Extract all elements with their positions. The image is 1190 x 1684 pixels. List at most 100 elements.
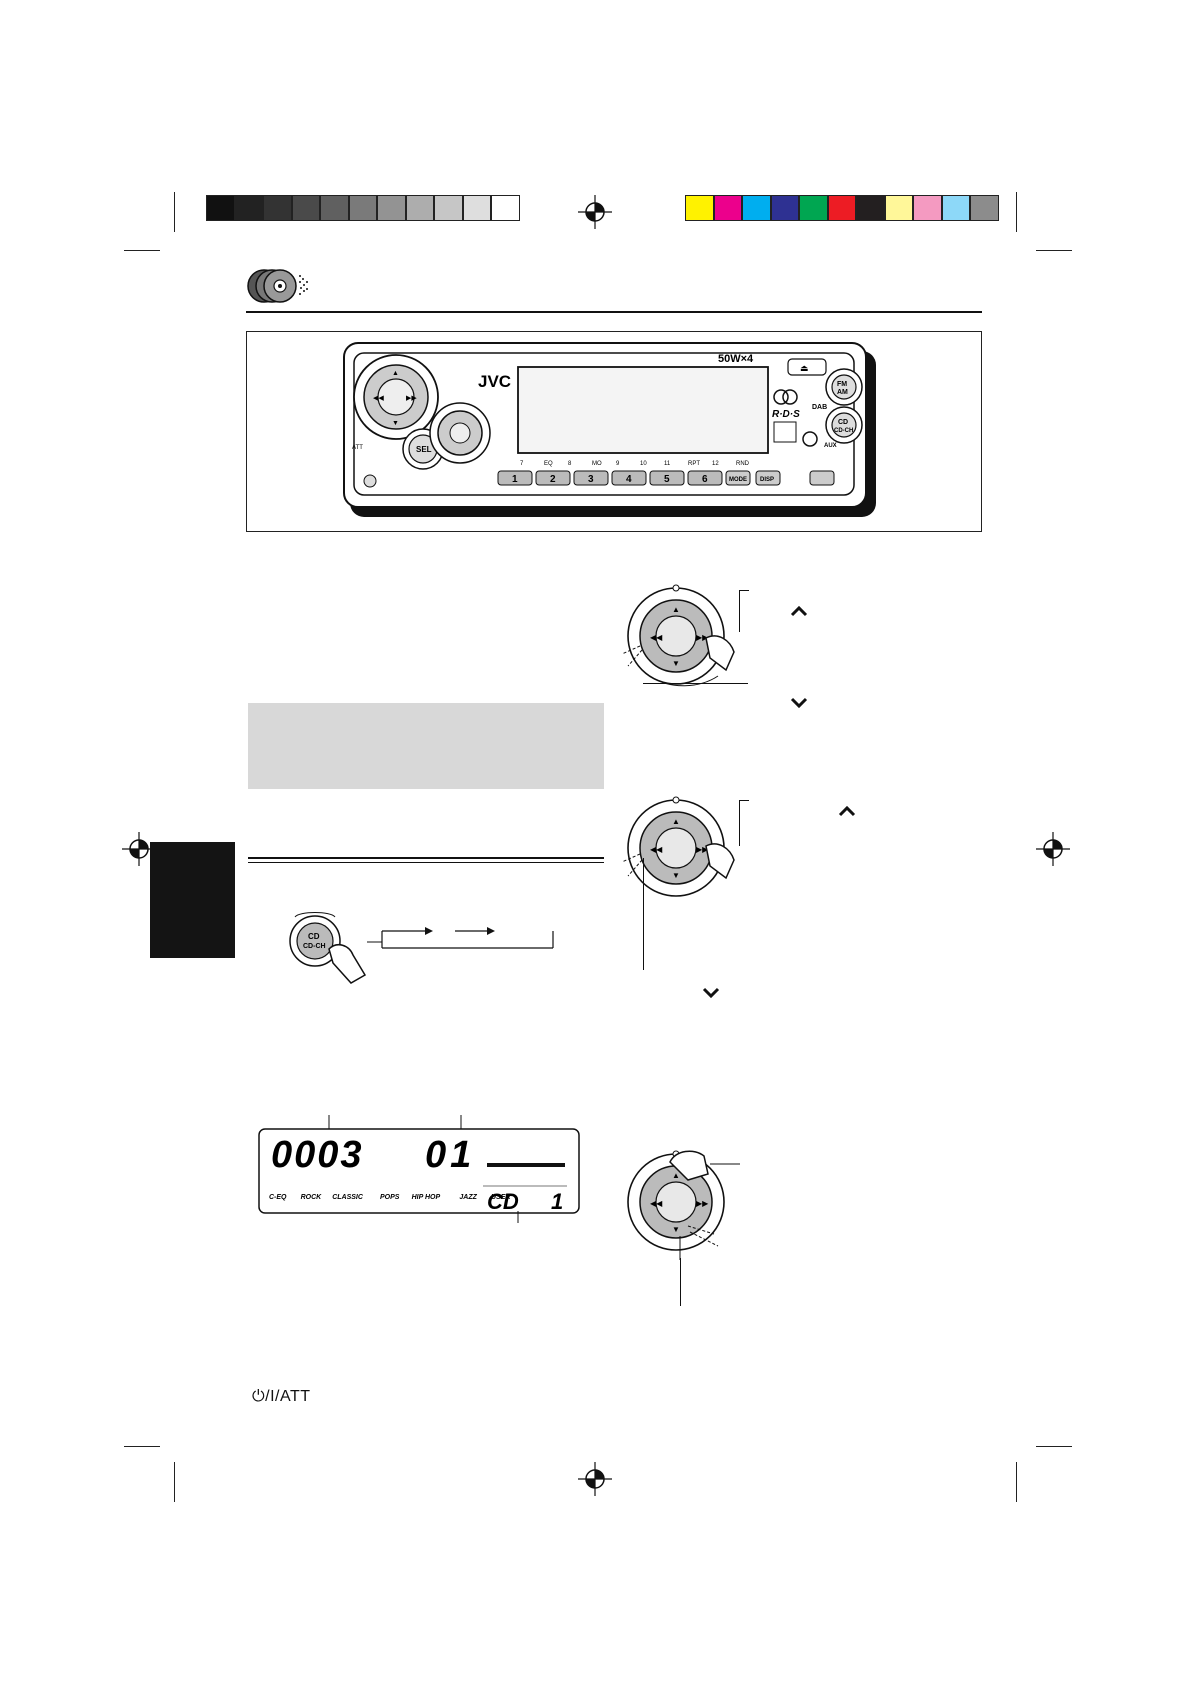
eq-mode-label: ROCK [301,1194,323,1201]
svg-text:⏏: ⏏ [800,363,809,373]
gray-swatch [434,195,463,221]
svg-text:▶▶: ▶▶ [406,395,417,402]
svg-text:▶▶: ▶▶ [696,1199,709,1208]
section-header-rule [246,311,982,313]
color-swatch [856,195,885,221]
gray-swatch [405,195,434,221]
preset-button-label: 5 [664,474,670,485]
chevron-down-icon [702,982,720,1005]
color-swatch [713,195,742,221]
brand-logo: JVC [478,372,511,391]
svg-text:▲: ▲ [672,817,680,826]
cd-button-label: CD [308,932,320,941]
preset-legend: MO [592,461,602,467]
svg-text:▼: ▼ [672,871,680,880]
gray-swatch [377,195,406,221]
crop-mark [124,250,160,251]
callout-line [643,683,748,684]
preset-legend: RPT [688,461,700,467]
gray-swatch [491,195,520,221]
svg-text:▶▶: ▶▶ [696,845,709,854]
color-swatch [884,195,913,221]
preset-legend: 7 [520,461,524,467]
callout-line [739,590,749,591]
eq-mode-label: JAZZ [459,1194,477,1201]
lcd-source: CD [487,1189,519,1214]
lcd-disc-number: 1 [551,1189,563,1214]
note-box [248,703,604,789]
language-tab [150,842,235,958]
eq-mode-label: C-EQ [269,1194,287,1201]
lcd-track: 01 [425,1134,475,1176]
am-label: AM [837,389,848,396]
head-unit-illustration: ▲▼ ◀◀▶▶ SEL JVC 50W×4 R·D·S ⏏ FM AM DAB … [343,342,876,517]
chevron-up-icon [790,600,808,623]
att-small-label: ATT [352,445,363,451]
eq-mode-label: POPS [380,1194,400,1201]
registration-mark-icon [578,195,612,229]
color-swatch [685,195,714,221]
power-label: 50W×4 [718,353,754,365]
svg-text:▲: ▲ [672,1171,680,1180]
svg-text:▲: ▲ [672,605,680,614]
callout-line [739,800,749,801]
cd-discs-icon [247,269,308,303]
crop-mark [174,192,175,232]
preset-button [649,470,685,486]
crop-mark [1036,250,1072,251]
track-skip-pad-illustration: ▲ ▼ ◀◀ ▶▶ [621,584,735,687]
rds-label: R·D·S [772,409,800,420]
registration-mark-icon [578,1462,612,1496]
preset-button-label: 3 [588,474,594,485]
head-unit-figure [246,331,982,532]
track-skip-hold-pad-illustration: ▲▼ ◀◀▶▶ [621,796,735,897]
preset-button [535,470,571,486]
gray-swatch [263,195,292,221]
color-swatch [941,195,970,221]
preset-button [687,470,723,486]
lcd-display-illustration: 0003 01 C-EQ ROCK CLASSIC POPS HIP HOP JAZZ US… [258,1115,580,1223]
svg-text:▼: ▼ [672,659,680,668]
color-swatch [799,195,828,221]
preset-legend: 11 [664,461,671,467]
disc-select-pad-illustration: ▲ ▼ ◀◀ ▶▶ [627,1150,740,1260]
mode-label: MODE [729,477,747,483]
crop-mark [124,1446,160,1447]
svg-text:▲: ▲ [392,370,399,377]
svg-text:▼: ▼ [672,1225,680,1234]
aux-label: AUX [824,443,837,449]
crop-mark [1036,1446,1072,1447]
eq-mode-label: CLASSIC [332,1194,364,1201]
callout-line [739,800,740,846]
preset-button-label: 4 [626,474,632,485]
svg-text:◀◀: ◀◀ [650,633,663,642]
preset-button [611,470,647,486]
cd-ch-button-label: CD-CH [303,943,326,950]
preset-button [497,470,533,486]
crop-mark [174,1462,175,1502]
unit-cdch-label: CD-CH [834,428,853,434]
gray-swatch [462,195,491,221]
svg-text:◀◀: ◀◀ [650,1199,663,1208]
gray-swatch [234,195,263,221]
chevron-up-icon [838,800,856,823]
color-swatch [970,195,999,221]
att-button-label: ⏻/I/ATT [252,1388,311,1405]
lcd-time: 0003 [271,1134,364,1176]
svg-text:◀◀: ◀◀ [373,395,384,402]
unit-cd-label: CD [838,419,848,426]
color-swatch [742,195,771,221]
crop-mark [1016,192,1017,232]
svg-text:▶▶: ▶▶ [696,633,709,642]
gray-swatch [206,195,235,221]
preset-legend: 9 [616,461,620,467]
disp-label: DISP [760,477,774,483]
eq-mode-label: HIP HOP [412,1194,441,1201]
eq-mode-label: USER [491,1194,510,1201]
preset-button-label: 1 [512,474,518,485]
cd-button-illustration: CD CD-CH [289,912,554,984]
callout-line [643,858,644,970]
preset-legend: 12 [712,461,719,467]
crop-mark [1016,1462,1017,1502]
registration-mark-icon [122,832,156,866]
